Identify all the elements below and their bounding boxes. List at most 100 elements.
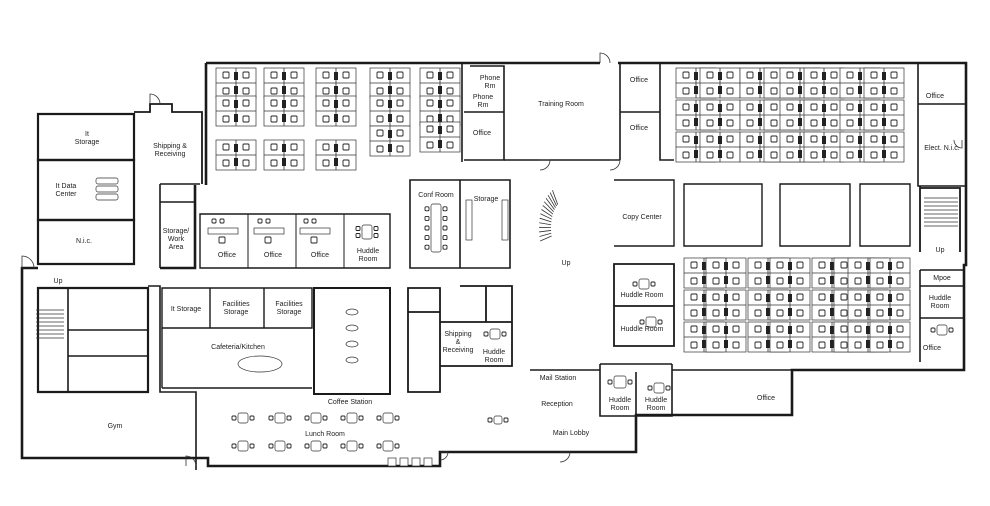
chair [840, 277, 848, 285]
chair [854, 277, 862, 285]
chair [211, 218, 217, 224]
workstation-pod [863, 99, 905, 131]
monitor [788, 276, 792, 284]
workstation-pod [869, 289, 911, 321]
chair [426, 125, 434, 133]
chair [746, 103, 754, 111]
room-label-elect-nic: Elect. N.i.c. [924, 145, 960, 152]
monitor [758, 86, 762, 94]
chair [647, 385, 653, 391]
chair [442, 225, 448, 231]
chair [322, 415, 328, 421]
chair [424, 215, 430, 221]
chair [876, 325, 884, 333]
chair [342, 159, 350, 167]
chair [242, 159, 250, 167]
chair [754, 293, 762, 301]
room-label-mpoe: Mpoe [933, 275, 951, 282]
chair [290, 159, 298, 167]
chair [424, 235, 430, 241]
stair-tread [540, 213, 552, 220]
workstation-pod [803, 131, 845, 163]
meeting-table [346, 440, 358, 452]
entry-box [387, 457, 397, 467]
chair [396, 99, 404, 107]
meeting-table [638, 278, 650, 290]
monitor [694, 104, 698, 112]
chair [754, 277, 762, 285]
workstation-pod [803, 67, 845, 99]
furniture [36, 67, 958, 467]
chair [270, 143, 278, 151]
monitor [766, 294, 770, 302]
monitor [766, 276, 770, 284]
chair [373, 226, 379, 231]
stair-tread [552, 190, 559, 205]
monitor [822, 136, 826, 144]
monitor [882, 104, 886, 112]
chair [242, 87, 250, 95]
office-desk [207, 227, 239, 235]
meeting-table [489, 328, 501, 340]
monitor [388, 144, 392, 152]
monitor [766, 326, 770, 334]
chair [249, 415, 255, 421]
chair [712, 293, 720, 301]
chair [690, 325, 698, 333]
chair [270, 115, 278, 123]
chair [930, 327, 936, 333]
room-label-huddle-room: Huddle Room [356, 248, 380, 263]
chair [712, 325, 720, 333]
chair [355, 226, 361, 231]
workstation-pod [869, 257, 911, 289]
chair [376, 115, 384, 123]
chair [424, 206, 430, 212]
walls [20, 61, 968, 470]
chair [682, 87, 690, 95]
chair [650, 281, 656, 287]
monitor [334, 158, 338, 166]
workstation-pod [369, 95, 411, 127]
chair [870, 151, 878, 159]
door-swing [539, 159, 551, 171]
stair-tread [549, 192, 557, 207]
chair [322, 99, 330, 107]
chair [810, 87, 818, 95]
chair [854, 325, 862, 333]
chair [218, 236, 226, 244]
room-label-gym: Gym [107, 423, 123, 430]
chair [726, 87, 734, 95]
chair [322, 159, 330, 167]
room-label-office: Office [472, 130, 492, 137]
monitor [830, 262, 834, 270]
meeting-table [274, 440, 286, 452]
chair [231, 443, 237, 449]
chair [311, 218, 317, 224]
monitor [888, 262, 892, 270]
chair [446, 87, 454, 95]
room-label-shipping-receiving: Shipping & Receiving [153, 143, 187, 158]
room-label-office: Office [756, 395, 776, 402]
chair [754, 309, 762, 317]
chair [286, 443, 292, 449]
monitor [438, 114, 442, 122]
cafeteria-counter [237, 355, 283, 373]
stair-tread [539, 217, 552, 223]
chair [796, 261, 804, 269]
stair-tread [542, 205, 554, 215]
room-label-facilities-storage: Facilities Storage [222, 301, 250, 316]
chair [249, 443, 255, 449]
chair [726, 119, 734, 127]
chair [726, 151, 734, 159]
monitor [694, 136, 698, 144]
chair [706, 103, 714, 111]
chair [342, 99, 350, 107]
chair [396, 115, 404, 123]
chair [810, 135, 818, 143]
stair-label-up: Up [935, 247, 945, 254]
chair [355, 233, 361, 238]
chair [426, 99, 434, 107]
monitor [866, 276, 870, 284]
chair [358, 443, 364, 449]
chair [726, 103, 734, 111]
